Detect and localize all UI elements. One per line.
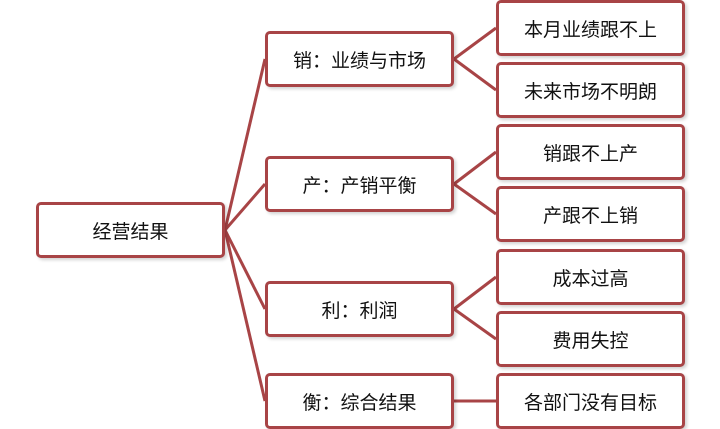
leaf-node: 各部门没有目标 [496, 373, 685, 429]
leaf-node: 销跟不上产 [496, 124, 685, 180]
leaf-node: 本月业绩跟不上 [496, 0, 685, 56]
branch-label: 利：利润 [321, 299, 398, 322]
connector-profit-leaf5 [453, 307, 497, 341]
connector-root-sales [223, 58, 267, 231]
branch-node-sales: 销：业绩与市场 [265, 31, 454, 87]
branch-label: 产：产销平衡 [302, 174, 417, 197]
connector-root-profit [223, 229, 267, 310]
root-node: 经营结果 [36, 202, 225, 258]
branch-label: 销：业绩与市场 [292, 49, 426, 72]
leaf-node: 费用失控 [496, 311, 685, 367]
leaf-node: 未来市场不明朗 [496, 62, 685, 118]
leaf-label: 费用失控 [552, 329, 629, 352]
leaf-label: 产跟不上销 [542, 204, 638, 227]
root-label: 经营结果 [92, 220, 169, 243]
leaf-label: 本月业绩跟不上 [523, 18, 657, 41]
branch-node-balance: 衡：综合结果 [265, 373, 454, 429]
connector-root-balance [223, 229, 267, 402]
leaf-node: 成本过高 [496, 249, 685, 305]
leaf-label: 未来市场不明朗 [523, 80, 657, 103]
leaf-label: 各部门没有目标 [523, 391, 657, 414]
connector-prod-leaf3 [453, 182, 497, 216]
connector-profit-leaf4 [453, 275, 497, 311]
leaf-label: 销跟不上产 [542, 142, 638, 165]
leaf-label: 成本过高 [552, 267, 629, 290]
connector-sales-leaf0 [453, 26, 497, 61]
leaf-node: 产跟不上销 [496, 186, 685, 242]
branch-node-production: 产：产销平衡 [265, 156, 454, 212]
branch-label: 衡：综合结果 [302, 391, 417, 414]
branch-node-profit: 利：利润 [265, 281, 454, 337]
connector-prod-leaf2 [453, 150, 497, 186]
connector-root-prod [223, 183, 267, 231]
connector-sales-leaf1 [453, 57, 497, 92]
